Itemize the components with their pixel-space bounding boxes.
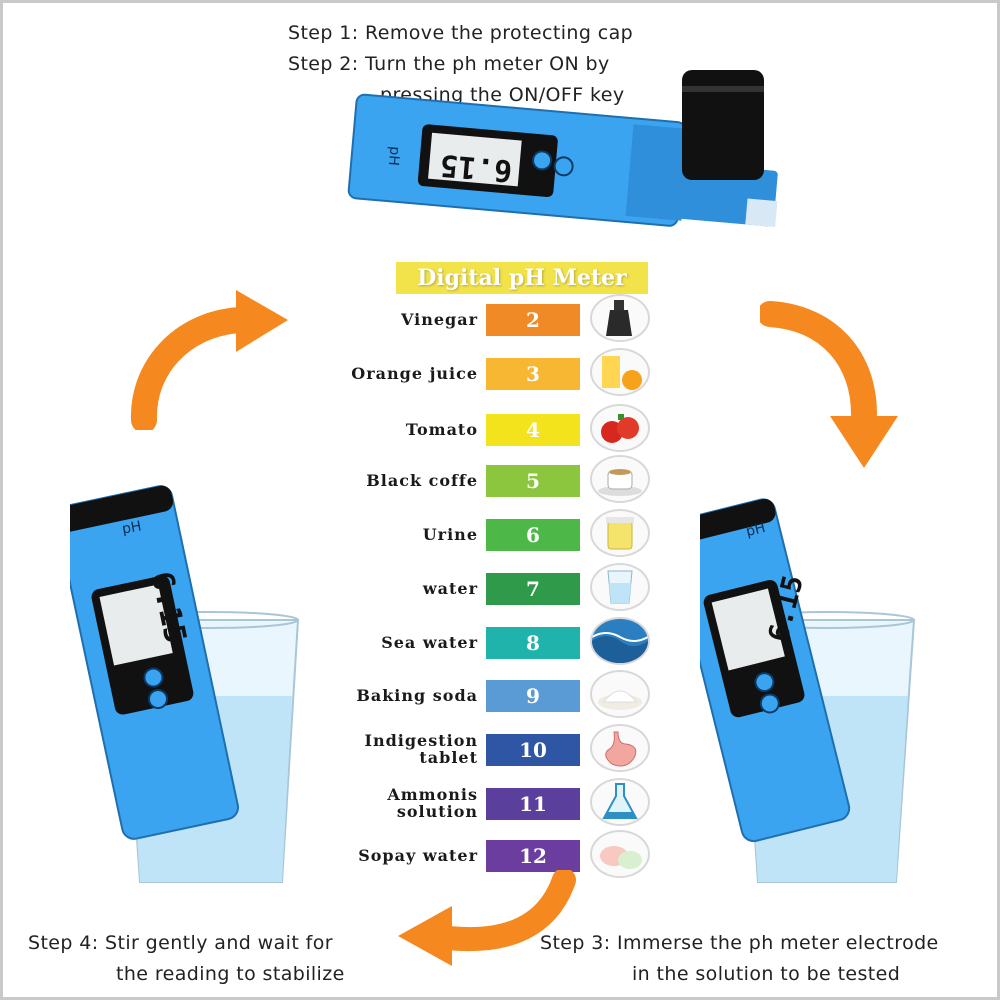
chart-title-banner: Digital pH Meter <box>396 262 648 294</box>
step-1-text: Step 1: Remove the protecting cap <box>288 22 634 44</box>
step-3-text-line2: in the solution to be tested <box>632 963 901 985</box>
ph-meter-in-glass-left <box>70 485 300 883</box>
substance-name: Black coffe <box>366 470 478 490</box>
orange-juice-icon <box>590 348 650 396</box>
tomato-icon <box>590 404 650 452</box>
step-2-text-line2: pressing the ON/OFF key <box>380 84 625 106</box>
cycle-arrow-top-left-icon <box>130 290 288 430</box>
ph-scale-row: Black coffe 5 <box>320 455 660 505</box>
ph-meter-top-illustration <box>347 70 778 227</box>
ph-value-badge: 2 <box>486 304 580 336</box>
top-meter-reading: 6.15 <box>438 146 514 189</box>
ph-value-badge: 7 <box>486 573 580 605</box>
substance-name: Baking soda <box>356 685 478 705</box>
ph-scale-row: Orange juice 3 <box>320 348 660 398</box>
ph-scale-row: Urine 6 <box>320 509 660 559</box>
substance-name: Vinegar <box>400 309 478 329</box>
ph-value-badge: 9 <box>486 680 580 712</box>
substance-name: Sea water <box>381 632 478 652</box>
ph-meter-in-glass-right <box>700 498 916 883</box>
flask-icon <box>590 778 650 826</box>
step-3-text-line1: Step 3: Immerse the ph meter electrode <box>540 932 939 954</box>
substance-name: Orange juice <box>351 363 478 383</box>
vinegar-bottle-icon <box>590 294 650 342</box>
sea-wave-icon <box>590 617 650 665</box>
top-meter-label: pH <box>384 145 403 167</box>
stomach-icon <box>590 724 650 772</box>
substance-name: Indigestion tablet <box>364 731 478 767</box>
ph-scale-row: Baking soda 9 <box>320 670 660 720</box>
ph-value-badge: 12 <box>486 840 580 872</box>
left-meter-label: pH <box>120 518 143 538</box>
substance-name: Ammonis solution <box>387 785 478 821</box>
ph-value-badge: 3 <box>486 358 580 390</box>
ph-scale-row: Sea water 8 <box>320 617 660 667</box>
sample-cup-icon <box>590 509 650 557</box>
ph-value-badge: 6 <box>486 519 580 551</box>
step-4-text-line2: the reading to stabilize <box>116 963 345 985</box>
soap-icon <box>590 830 650 878</box>
ph-value-badge: 5 <box>486 465 580 497</box>
step-4-text-line1: Step 4: Stir gently and wait for <box>28 932 333 954</box>
ph-scale-row: Sopay water 12 <box>320 830 660 880</box>
substance-name: Tomato <box>405 419 478 439</box>
cycle-arrow-bottom-icon <box>398 870 576 966</box>
ph-scale-row: Tomato 4 <box>320 404 660 454</box>
substance-name: water <box>422 578 478 598</box>
cycle-arrow-top-right-icon <box>760 301 898 468</box>
step-2-text-line1: Step 2: Turn the ph meter ON by <box>288 53 610 75</box>
substance-name: Urine <box>422 524 478 544</box>
baking-soda-icon <box>590 670 650 718</box>
coffee-cup-icon <box>590 455 650 503</box>
chart-title: Digital pH Meter <box>417 265 627 291</box>
water-glass-icon <box>590 563 650 611</box>
substance-name: Sopay water <box>358 845 478 865</box>
ph-scale-row: water 7 <box>320 563 660 613</box>
ph-scale-row: Vinegar 2 <box>320 294 660 344</box>
ph-value-badge: 4 <box>486 414 580 446</box>
ph-value-badge: 8 <box>486 627 580 659</box>
ph-value-badge: 11 <box>486 788 580 820</box>
ph-value-badge: 10 <box>486 734 580 766</box>
